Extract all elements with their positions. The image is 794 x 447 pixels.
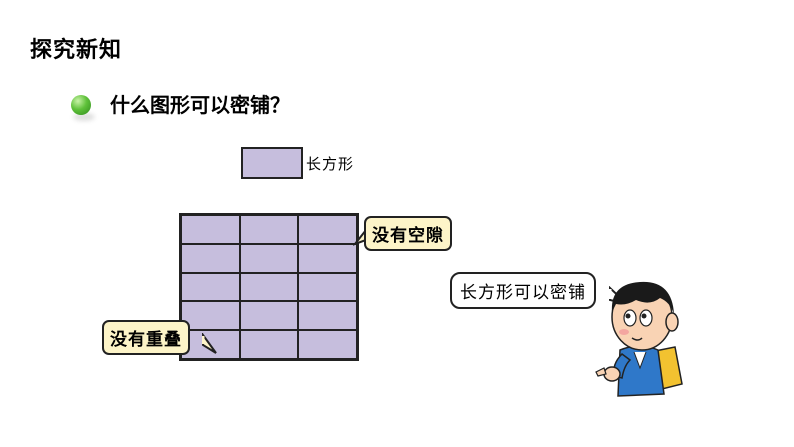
tiling-rectangle [240, 244, 299, 273]
cartoon-boy-icon [590, 272, 700, 402]
tiling-rectangle [181, 215, 240, 244]
tiling-rectangle [181, 273, 240, 302]
bubble-tail [202, 333, 220, 355]
tiling-rectangle [181, 244, 240, 273]
no-gaps-bubble: 没有空隙 [364, 216, 452, 251]
question-text: 什么图形可以密铺？ [110, 92, 300, 119]
tiling-rectangle [298, 273, 357, 302]
tiling-rectangle [298, 330, 357, 359]
tiling-rectangle [240, 301, 299, 330]
tiling-rectangle [240, 215, 299, 244]
tiling-rectangle [240, 330, 299, 359]
conclusion-bubble: 长方形可以密铺 [450, 272, 596, 309]
rectangle-label: 长方形 [306, 153, 354, 174]
green-bullet-icon [71, 95, 91, 115]
tiling-rectangle [298, 301, 357, 330]
tiling-rectangle [298, 215, 357, 244]
tiling-rectangle [240, 273, 299, 302]
tiling-rectangle [298, 244, 357, 273]
section-title: 探究新知 [30, 32, 122, 64]
no-overlap-bubble: 没有重叠 [102, 320, 190, 355]
single-rectangle [241, 147, 303, 179]
